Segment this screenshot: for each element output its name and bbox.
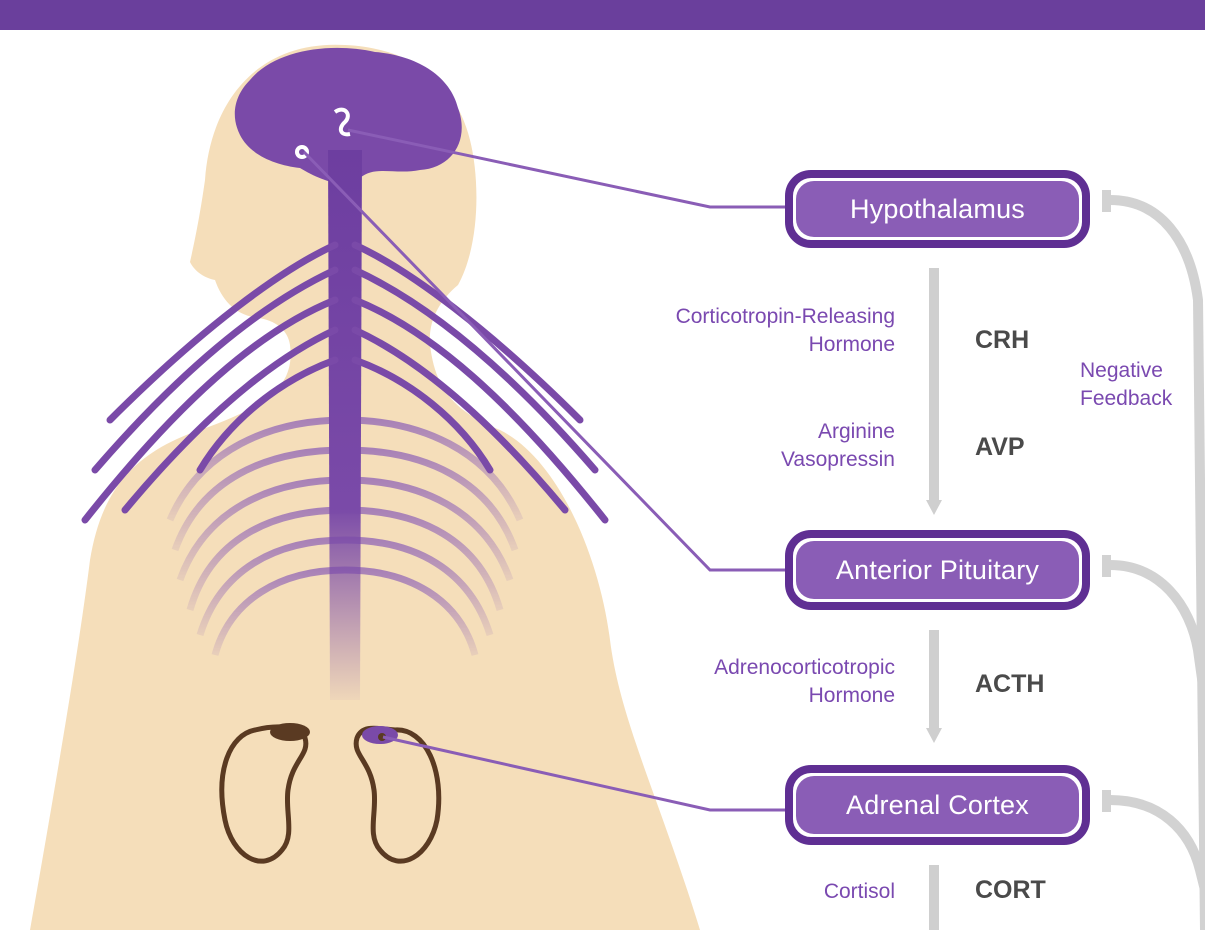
crh-full-name: Corticotropin-Releasing Hormone: [590, 303, 895, 359]
avp-full-name: Arginine Vasopressin: [690, 418, 895, 474]
cort-abbr: CORT: [975, 876, 1046, 905]
acth-name-line2: Hormone: [640, 682, 895, 710]
adrenal-cortex-box: Adrenal Cortex: [785, 765, 1090, 845]
crh-name-line2: Hormone: [590, 331, 895, 359]
avp-name-line1: Arginine: [690, 418, 895, 446]
crh-name-line1: Corticotropin-Releasing: [590, 303, 895, 331]
anterior-pituitary-label: Anterior Pituitary: [796, 541, 1079, 599]
feedback-line2: Feedback: [1080, 385, 1200, 413]
acth-full-name: Adrenocorticotropic Hormone: [640, 654, 895, 710]
hypothalamus-box: Hypothalamus: [785, 170, 1090, 248]
feedback-line1: Negative: [1080, 357, 1200, 385]
negative-feedback-label: Negative Feedback: [1080, 357, 1200, 413]
acth-name-line1: Adrenocorticotropic: [640, 654, 895, 682]
avp-abbr: AVP: [975, 433, 1025, 462]
cortisol-name: Cortisol: [690, 878, 895, 906]
acth-abbr: ACTH: [975, 670, 1044, 699]
hypothalamus-label: Hypothalamus: [796, 181, 1079, 237]
anterior-pituitary-box: Anterior Pituitary: [785, 530, 1090, 610]
avp-name-line2: Vasopressin: [690, 446, 895, 474]
human-body-silhouette-icon: [30, 45, 700, 930]
crh-abbr: CRH: [975, 326, 1029, 355]
adrenal-cortex-label: Adrenal Cortex: [796, 776, 1079, 834]
